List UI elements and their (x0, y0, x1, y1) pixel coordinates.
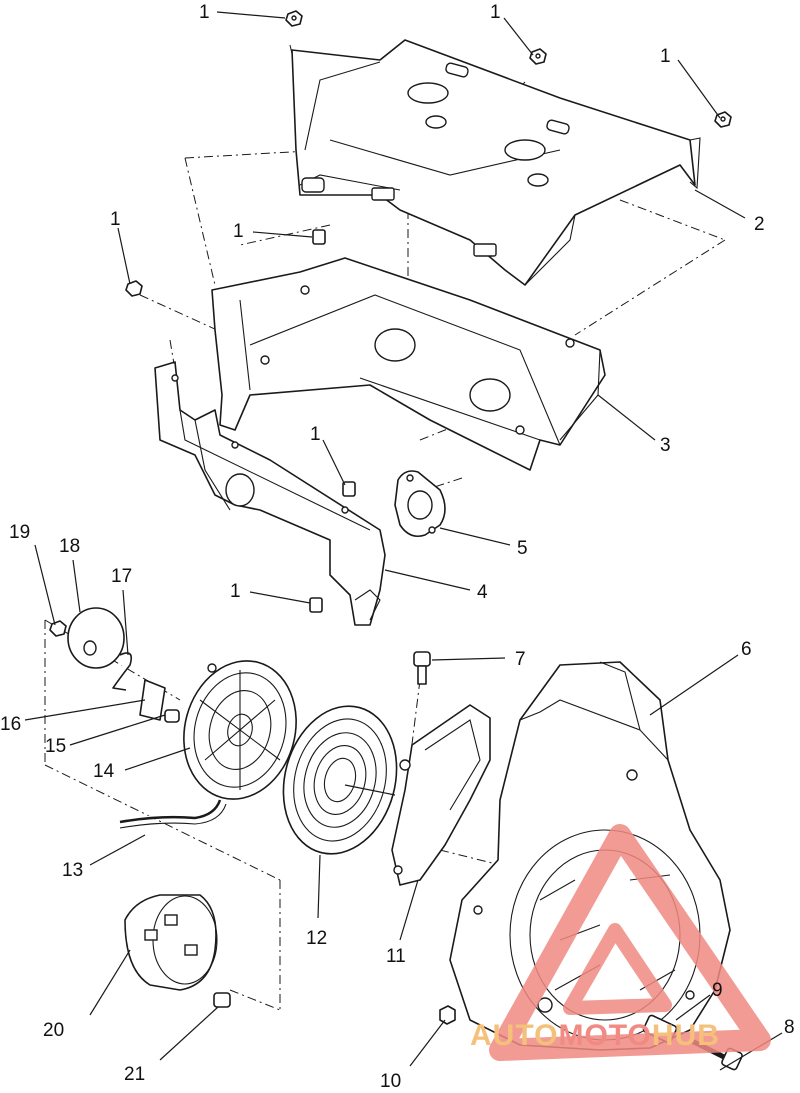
callout-19: 19 (9, 522, 30, 543)
callout-16: 16 (0, 714, 21, 735)
callout-2: 2 (754, 214, 765, 235)
callout-1-upper-mid: 1 (233, 221, 244, 242)
watermark-logo (489, 824, 771, 1061)
callout-21: 21 (124, 1064, 145, 1085)
screw-part-21 (213, 992, 231, 1008)
watermark-text-hub: HUB (652, 1019, 720, 1052)
callout-17: 17 (111, 566, 132, 587)
callout-12: 12 (306, 928, 327, 949)
bolt-part-7 (413, 651, 431, 685)
callout-1-left: 1 (110, 209, 121, 230)
callout-10: 10 (380, 1071, 401, 1092)
callout-15: 15 (45, 736, 66, 757)
callout-3: 3 (660, 435, 671, 456)
callout-1-lower: 1 (230, 581, 241, 602)
callout-1-top-left: 1 (199, 2, 210, 23)
side-bracket-part-4 (154, 361, 386, 626)
cup-part-20 (124, 894, 218, 991)
callout-7: 7 (515, 649, 526, 670)
callout-13: 13 (62, 860, 83, 881)
callout-18: 18 (59, 536, 80, 557)
callout-14: 14 (93, 761, 115, 782)
callout-1-top-center: 1 (490, 2, 501, 23)
callout-9: 9 (712, 980, 723, 1001)
starter-bracket-part-11 (391, 704, 491, 886)
leader-lines (24, 11, 783, 1071)
rope-part-13 (119, 799, 227, 829)
watermark-text: AUTOMOTOHUB (470, 1019, 720, 1052)
gasket-part-5 (394, 470, 446, 538)
middle-shroud-part-3 (211, 257, 606, 471)
recoil-spring-part-12 (282, 705, 398, 855)
callout-11: 11 (386, 946, 406, 967)
watermark-text-moto: MOTO (558, 1019, 651, 1052)
small-hardware-parts-15-19 (49, 607, 180, 723)
callout-1-center: 1 (310, 424, 321, 445)
callout-8: 8 (784, 1017, 795, 1038)
pulley-part-14 (183, 660, 297, 800)
fan-housing-part-6 (449, 661, 731, 1051)
callout-5: 5 (517, 538, 528, 559)
watermark-text-auto: AUTO (470, 1019, 558, 1052)
callout-6: 6 (741, 639, 752, 660)
top-shroud-part-2 (291, 39, 701, 286)
callout-4: 4 (477, 582, 488, 603)
callout-20: 20 (43, 1020, 64, 1041)
callout-1-top-right: 1 (660, 46, 671, 67)
